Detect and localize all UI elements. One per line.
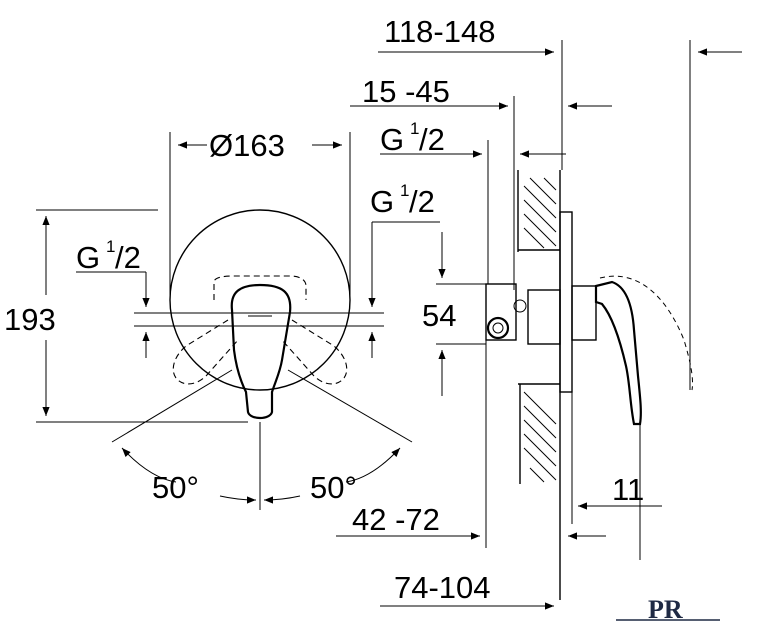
rotated-handle-ghosts <box>172 275 348 385</box>
side-thread-label: G 1 /2 <box>380 119 445 157</box>
angle-line-left <box>111 369 233 443</box>
wall-hatch-top <box>517 170 560 252</box>
right-angle-label: 50° <box>310 470 357 505</box>
valve-body <box>527 289 561 345</box>
angle-arc-left-b <box>219 495 257 504</box>
right-thread-label: G 1 /2 <box>370 181 435 219</box>
dim-118-148-label: 118-148 <box>384 14 495 49</box>
pipe-outlet <box>486 316 510 340</box>
thread-fraction: /2 <box>115 240 141 275</box>
angle-line-right <box>287 369 413 443</box>
thread-letter: G <box>76 240 100 275</box>
plate-side <box>559 211 573 393</box>
thread-fraction: /2 <box>409 184 435 219</box>
dim-11-label: 11 <box>612 472 644 507</box>
side-view: 118-148 15 -45 G 1 /2 54 42 -72 <box>336 14 742 610</box>
angle-arc-right-a <box>263 495 301 504</box>
thread-fraction: /2 <box>419 122 445 157</box>
left-angle-label: 50° <box>152 470 199 505</box>
thread-sup: 1 <box>400 181 409 200</box>
thread-sup: 1 <box>106 237 115 256</box>
angle-arc-left-a <box>121 447 177 483</box>
valve-cap <box>571 285 597 341</box>
wall-hatch-bottom <box>518 383 560 484</box>
escutcheon-plate <box>169 209 351 391</box>
dim-74-104-label: 74-104 <box>394 570 491 605</box>
screw-head <box>513 299 527 313</box>
lever-swing-ghost <box>599 275 693 391</box>
logo-text: PR <box>648 595 683 624</box>
thread-letter: G <box>370 184 394 219</box>
lever-handle <box>230 283 292 420</box>
pipe-outlet-inner <box>492 322 504 334</box>
diameter-label: Ø163 <box>209 128 285 163</box>
height-label: 193 <box>4 302 56 337</box>
dim-42-72-label: 42 -72 <box>352 502 440 537</box>
left-thread-label: G 1 /2 <box>76 237 141 275</box>
dim-15-45-label: 15 -45 <box>362 74 450 109</box>
angle-arc-right-b <box>345 447 401 483</box>
front-view: Ø163 193 G 1 /2 G 1 /2 50° 5 <box>4 128 440 510</box>
thread-sup: 1 <box>410 119 419 138</box>
lever-side-profile <box>594 280 642 426</box>
dim-54-label: 54 <box>422 298 456 333</box>
pr-logo: PR <box>616 595 720 624</box>
pipe-housing <box>485 283 517 341</box>
thread-letter: G <box>380 122 404 157</box>
